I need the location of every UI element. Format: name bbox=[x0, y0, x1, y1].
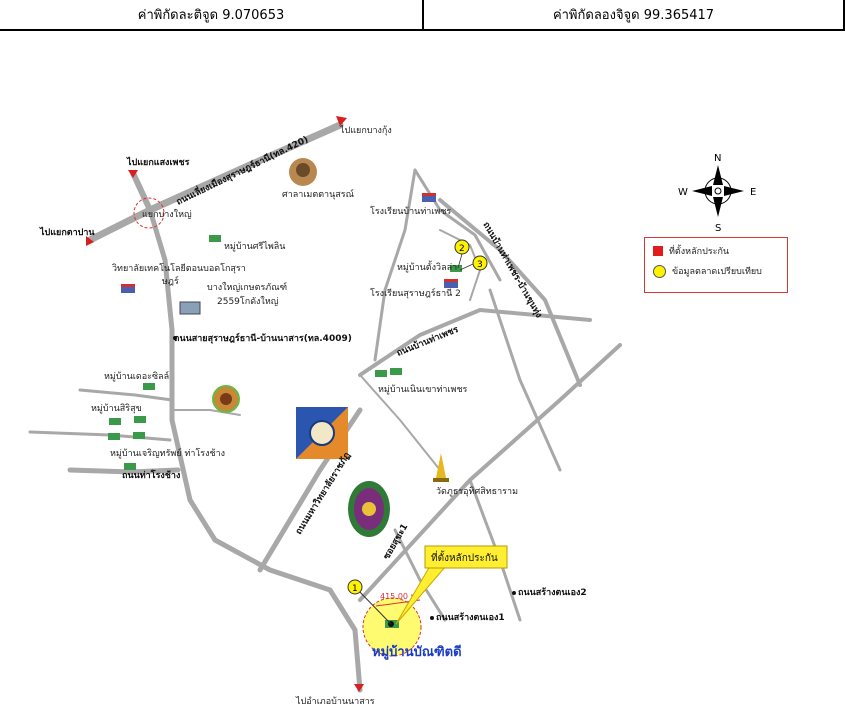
map-legend: ที่ตั้งหลักประกัน ข้อมูลตลาดเปรียบเทียบ bbox=[644, 237, 788, 293]
arrow-bang-kung-icon bbox=[336, 116, 347, 126]
compass-rose: N S E W bbox=[678, 153, 756, 234]
compass-s: S bbox=[715, 223, 721, 234]
label-tha-phet-khun-road: ถนนบ้านท่าเพชร-บ้านขุนทุ่ง bbox=[480, 220, 544, 320]
label-moo-bundit: หมู่บ้านบัณฑิตดี bbox=[372, 644, 462, 660]
market-marker-1: 1 bbox=[347, 579, 363, 595]
label-moo-charoensap: หมู่บ้านเจริญทรัพย์ ท่าโรงช้าง bbox=[110, 447, 225, 459]
label-moo-ruenthai: หมู่บ้านเดอะซิลล์ bbox=[104, 370, 169, 382]
village-house-icon bbox=[375, 370, 387, 377]
svg-text:3: 3 bbox=[477, 260, 483, 270]
label-road-4009: ถนนสายสุราษฎร์ธานี-บ้านนาสาร(ทล.4009) bbox=[174, 332, 352, 344]
road-4009 bbox=[147, 207, 363, 693]
village-house-icon bbox=[450, 265, 462, 272]
compass-e: E bbox=[750, 187, 756, 198]
road-dots bbox=[173, 336, 516, 620]
compass-east-icon bbox=[724, 186, 744, 196]
warehouse-icon bbox=[179, 301, 201, 315]
collateral-callout-text: ที่ตั้งหลักประกัน bbox=[431, 550, 498, 564]
rajabhat-logo-icon bbox=[348, 481, 390, 537]
village-house-icon bbox=[124, 463, 136, 470]
label-tech-college-2: ษฎร์ bbox=[162, 275, 179, 287]
svg-text:1: 1 bbox=[352, 584, 358, 594]
road-bypass-420 bbox=[86, 121, 344, 244]
arrow-saeng-phet-icon bbox=[128, 170, 138, 178]
label-moo-sri-phlin: หมู่บ้านศรีไพลิน bbox=[224, 241, 285, 252]
label-bang-yai-coop: บางใหญ่เกษตรภัณฑ์ bbox=[207, 281, 287, 293]
label-to-saeng-phet: ไปแยกแสงเพชร bbox=[126, 156, 190, 168]
village-house-icon bbox=[390, 368, 402, 375]
legend-market-label: ข้อมูลตลาดเปรียบเทียบ bbox=[672, 267, 762, 277]
label-road-sang-ton-eng-2: ถนนสร้างตนเอง2 bbox=[518, 587, 587, 598]
label-sala: ศาลาเมตตานุสรณ์ bbox=[282, 188, 354, 200]
school-flag-icon bbox=[422, 193, 436, 202]
label-bang-yai-coop-2: 2559โกดังใหญ่ bbox=[217, 296, 279, 307]
compass-n: N bbox=[714, 153, 721, 164]
arrow-tha-pan-icon bbox=[86, 236, 94, 246]
bang-yai-junction-circle bbox=[133, 197, 165, 229]
label-tha-rong-chang-road: ถนนท่าโรงช้าง bbox=[122, 469, 180, 481]
road-network bbox=[28, 121, 622, 693]
school-icons bbox=[121, 193, 458, 293]
govt-emblem-icon bbox=[212, 385, 240, 413]
road-tha-phet bbox=[358, 308, 592, 377]
village-house-icon bbox=[108, 433, 120, 440]
village-house-icon bbox=[134, 416, 146, 423]
university-logo-icon bbox=[296, 407, 348, 459]
coordinates-header: ค่าพิกัดละติจูด 9.070653 ค่าพิกัดลองจิจู… bbox=[0, 0, 845, 31]
label-to-bang-kung: ไปแยกบางกุ้ง bbox=[339, 125, 392, 136]
distance-label: 415.00 ม. bbox=[380, 592, 418, 601]
school-flag-icon bbox=[121, 284, 135, 293]
collateral-callout-box bbox=[424, 545, 508, 569]
compass-west-icon bbox=[692, 186, 712, 196]
label-soi-1: ซอยสุขะ1 bbox=[382, 522, 410, 561]
legend-yellow-circle-icon bbox=[653, 264, 666, 278]
label-wat: วัดภูธรอุทิศสิทธาราม bbox=[436, 486, 518, 497]
compass-w: W bbox=[678, 187, 688, 198]
temple-icon bbox=[433, 453, 449, 482]
legend-row-collateral: ที่ตั้งหลักประกัน bbox=[653, 244, 779, 258]
latitude-label: ค่าพิกัดละติจูด 9.070653 bbox=[0, 0, 424, 29]
market-marker-3: 3 bbox=[472, 255, 488, 271]
village-house-icon bbox=[109, 418, 121, 425]
svg-text:2: 2 bbox=[459, 244, 465, 254]
school-flag-icon bbox=[444, 279, 458, 288]
label-to-ban-na-san: ไปอำเภอบ้านนาสาร bbox=[295, 696, 375, 707]
label-tha-phet-road: ถนนบ้านท่าเพชร bbox=[395, 324, 460, 359]
market-marker-2: 2 bbox=[454, 239, 470, 255]
compass-south-icon bbox=[713, 197, 723, 217]
village-house-icon bbox=[209, 235, 221, 242]
label-to-tha-pan: ไปแยกตาปาน bbox=[39, 226, 95, 238]
compass-north-icon bbox=[713, 165, 723, 185]
village-icons bbox=[108, 235, 462, 470]
sala-icon bbox=[289, 158, 317, 186]
longitude-label: ค่าพิกัดลองจิจูด 99.365417 bbox=[424, 0, 845, 29]
arrow-na-san-icon bbox=[354, 684, 364, 692]
location-map: 415.00 ม. ที่ตั้งหลักประกัน 1 2 3 ไปแยกบ… bbox=[28, 116, 756, 707]
label-moo-taengwilla: หมู่บ้านตั้งวิลล่า bbox=[397, 260, 457, 273]
label-moo-siriphon: หมู่บ้านสิริสุข bbox=[91, 403, 142, 414]
label-school-surat-2: โรงเรียนสุราษฎร์ธานี 2 bbox=[370, 287, 461, 299]
road-to-saeng-phet bbox=[130, 170, 153, 213]
direction-arrows bbox=[86, 116, 364, 692]
legend-row-market: ข้อมูลตลาดเปรียบเทียบ bbox=[653, 264, 779, 278]
village-house-icon bbox=[143, 383, 155, 390]
legend-collateral-label: ที่ตั้งหลักประกัน bbox=[669, 247, 730, 257]
label-school-ban-tha-phet: โรงเรียนบ้านท่าเพชร bbox=[370, 206, 451, 217]
label-road-sang-ton-eng-1: ถนนสร้างตนเอง1 bbox=[436, 612, 505, 623]
label-tech-college: วิทยาลัยเทคโนโลยีตอนบอดโกสุรา bbox=[112, 263, 246, 274]
legend-red-square-icon bbox=[653, 246, 663, 256]
label-moo-noen-khao: หมู่บ้านเนินเขาท่าเพชร bbox=[378, 384, 468, 395]
label-bang-yai-junction: แยกบางใหญ่ bbox=[142, 209, 192, 220]
village-house-icon bbox=[133, 432, 145, 439]
